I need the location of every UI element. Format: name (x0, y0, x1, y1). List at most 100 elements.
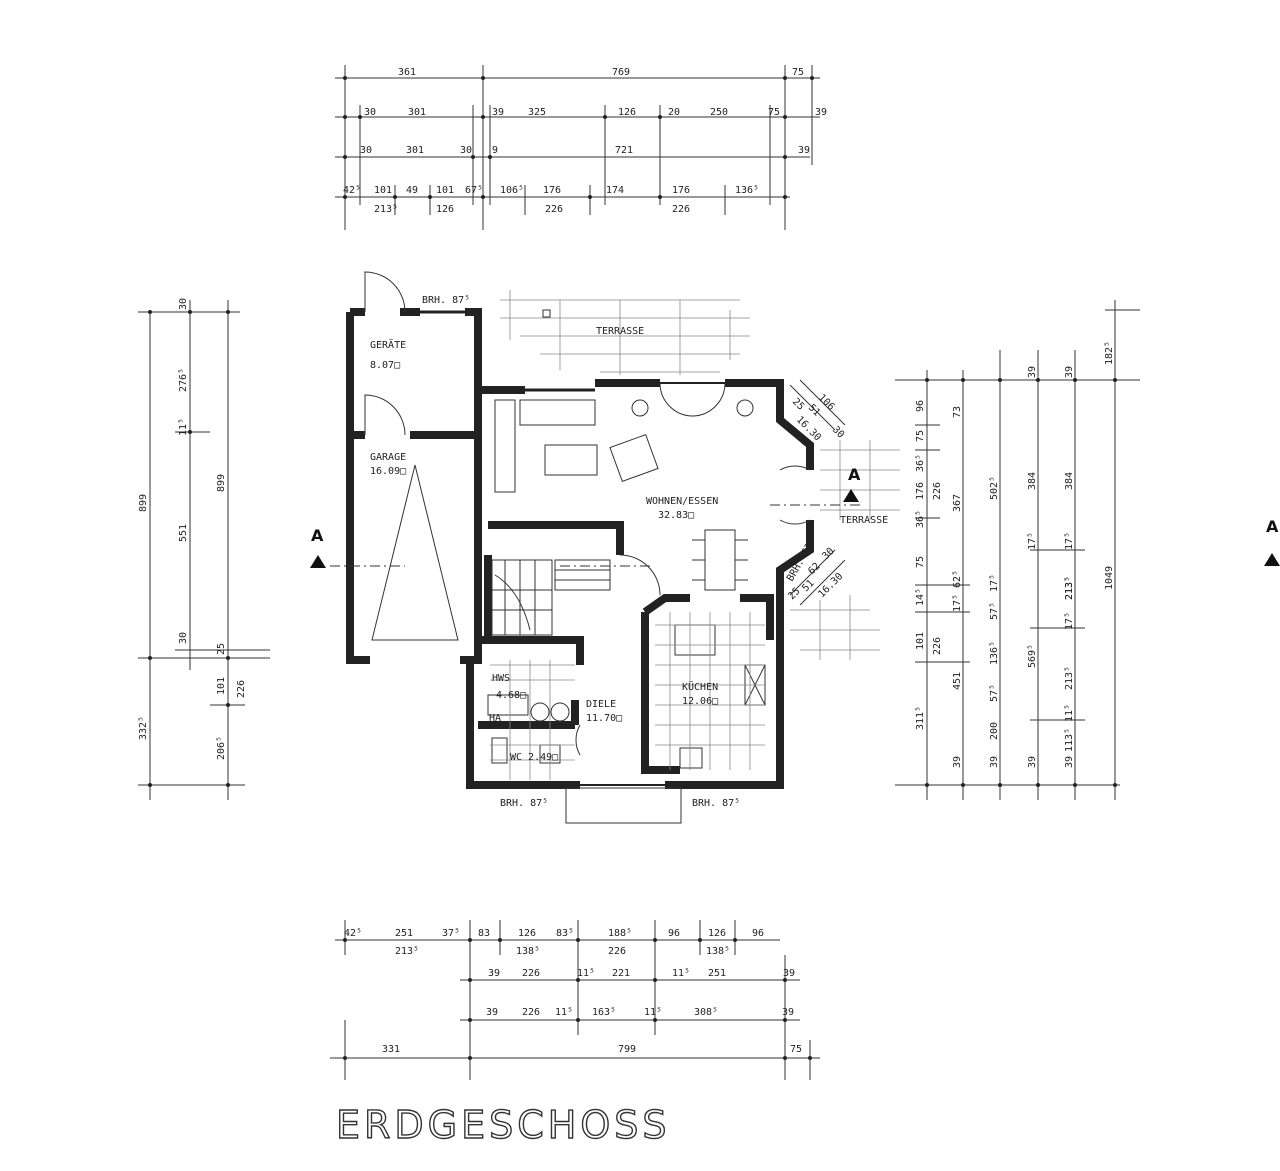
section-marker-edge: A (1266, 517, 1279, 536)
dim-label: 101 (216, 677, 227, 695)
dim-label: 42⁵ (344, 928, 362, 939)
dim-label: 251 (708, 968, 726, 979)
dim-label: 226 (545, 204, 563, 215)
dim-label: 331 (382, 1044, 400, 1055)
dim-label: 11⁵ (1064, 704, 1075, 722)
dim-label: 769 (612, 67, 630, 78)
dim-label: 176 (543, 185, 561, 196)
dim-label: 101 (915, 632, 926, 650)
dim-label: 75 (768, 107, 780, 118)
dim-label: 311⁵ (915, 706, 926, 730)
dim-label: 39 (488, 968, 500, 979)
dim-label: 51 (800, 578, 816, 594)
dim-label: 126 (436, 204, 454, 215)
dim-label: 551 (178, 524, 189, 542)
dim-label: 206⁵ (216, 736, 227, 760)
dim-label: 126 (518, 928, 536, 939)
dim-label: 213⁵ (395, 946, 419, 957)
label-brh-bottom-right: BRH. 87⁵ (692, 798, 740, 809)
dim-label: 17⁵ (1027, 532, 1038, 550)
dim-label: 75 (915, 556, 926, 568)
dim-label: 96 (752, 928, 764, 939)
dim-label: 20 (668, 107, 680, 118)
dim-label: 367 (952, 494, 963, 512)
dim-label: 325 (528, 107, 546, 118)
dim-label: 57⁵ (989, 602, 1000, 620)
kitchen-tiles (490, 612, 765, 780)
room-name-ha: HA (489, 713, 501, 724)
dim-label: 276⁵ (178, 368, 189, 392)
section-marker-left: A (311, 526, 324, 545)
section-arrow-right-icon (843, 489, 859, 502)
dim-label: 799 (618, 1044, 636, 1055)
dim-label: 67⁵ (465, 185, 483, 196)
dim-label: 226 (932, 637, 943, 655)
label-terrasse-top: TERRASSE (596, 326, 644, 337)
room-name-hws: HWS (492, 673, 510, 684)
dim-label: 136⁵ (989, 641, 1000, 665)
dim-label: 1049 (1104, 566, 1115, 590)
dim-label: 39 (952, 756, 963, 768)
dim-label: 332⁵ (138, 716, 149, 740)
dim-label: 301 (406, 145, 424, 156)
dim-label: 226 (932, 482, 943, 500)
dim-label: 75 (915, 430, 926, 442)
dim-label: 11⁵ (672, 968, 690, 979)
dim-label: 25 (786, 586, 802, 602)
section-arrow-edge-icon (1264, 553, 1280, 566)
label-brh-bottom-left: BRH. 87⁵ (500, 798, 548, 809)
dim-label: 250 (710, 107, 728, 118)
dim-label: 30 (178, 632, 189, 644)
room-area-garage: 16.09□ (370, 466, 406, 477)
dim-label: 16.30 (816, 571, 845, 600)
dim-label: 39 (1027, 756, 1038, 768)
dim-label: 39 (798, 145, 810, 156)
dim-label: 502⁵ (989, 476, 1000, 500)
dim-label: 226 (522, 968, 540, 979)
dim-label: 11⁵ (555, 1007, 573, 1018)
dim-label: 126 (618, 107, 636, 118)
dim-label: 384 (1027, 472, 1038, 490)
dim-label: 163⁵ (592, 1007, 616, 1018)
dim-label: 39 (989, 756, 1000, 768)
dim-label: 221 (612, 968, 630, 979)
dim-label: 308⁵ (694, 1007, 718, 1018)
dim-label: 721 (615, 145, 633, 156)
room-name-garage: GARAGE (370, 452, 406, 463)
dim-label: 251 (395, 928, 413, 939)
dim-label: 30 (364, 107, 376, 118)
dim-label: 51 (806, 402, 822, 418)
label-brh-top: BRH. 87⁵ (422, 295, 470, 306)
dim-label: 30 (820, 546, 836, 562)
dim-label: 39 (492, 107, 504, 118)
dim-label: 11⁵ (577, 968, 595, 979)
dim-label: 30 (360, 145, 372, 156)
dim-label: 176 (672, 185, 690, 196)
dim-label: 17⁵ (1064, 612, 1075, 630)
dim-label: 75 (790, 1044, 802, 1055)
top-dimension-chains: 361 769 75 30 301 39 325 126 20 250 75 3… (335, 65, 827, 230)
room-area-geraete: 8.07□ (370, 360, 400, 371)
section-arrow-left-icon (310, 555, 326, 568)
left-dimension-chains: 899 332⁵ 30 276⁵ 11⁵ 551 30 25 899 101 2… (138, 298, 270, 800)
dim-label: 213⁵ (374, 204, 398, 215)
dim-label: 30 (460, 145, 472, 156)
room-name-wohnen: WOHNEN/ESSEN (646, 496, 718, 507)
dim-label: 899 (138, 494, 149, 512)
dim-label: 37⁵ (442, 928, 460, 939)
dim-label: 36⁵ (915, 510, 926, 528)
room-area-wohnen: 32.83□ (658, 510, 694, 521)
room-area-kueche: 12.06□ (682, 696, 718, 707)
room-labels: GERÄTE 8.07□ GARAGE 16.09□ WOHNEN/ESSEN … (370, 295, 888, 809)
dim-label: 42⁵ (343, 185, 361, 196)
dim-label: 213⁵ (1064, 576, 1075, 600)
dim-label: 899 (216, 474, 227, 492)
dim-label: 83⁵ (556, 928, 574, 939)
dim-label: 200 (989, 722, 1000, 740)
dim-label: 17⁵ (1064, 532, 1075, 550)
drawing-title: ERDGESCHOSS (336, 1103, 671, 1147)
dim-label: 213⁵ (1064, 576, 1075, 600)
room-area-hws: 4.68□ (496, 690, 526, 701)
dim-label: 11⁵ (644, 1007, 662, 1018)
